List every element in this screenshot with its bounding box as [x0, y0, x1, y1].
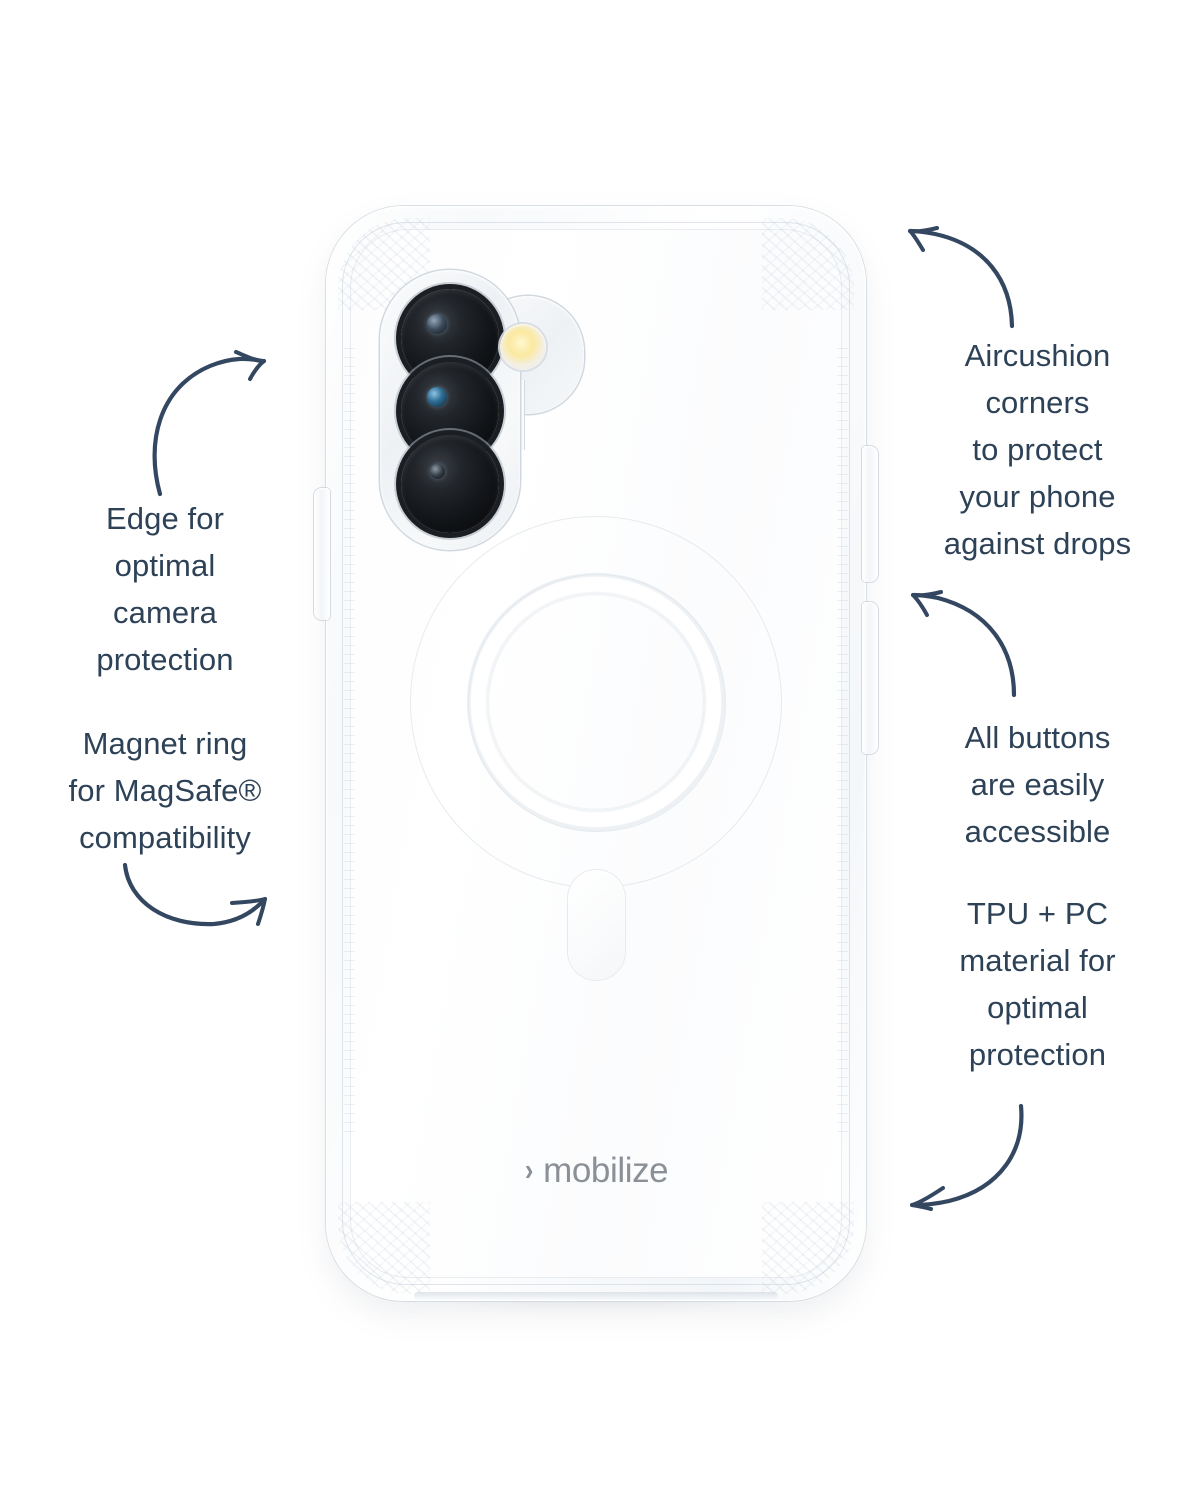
case-bottom-lip — [414, 1292, 778, 1300]
curved-arrow-up-right-icon — [152, 350, 266, 497]
magsafe-magnet-ring — [410, 516, 782, 888]
case-edge-texture-left — [344, 348, 355, 1138]
case-inner-rim — [342, 222, 850, 1285]
chevron-right-icon: › — [524, 1152, 534, 1187]
callout-magnet-ring-magsafe: Magnet ring for MagSafe® compatibility — [68, 726, 262, 856]
case-edge-texture-right — [837, 348, 848, 1138]
curved-arrow-down-left-icon — [910, 1103, 1024, 1211]
camera-lens-icon — [401, 435, 499, 533]
brand-name-label: mobilize — [543, 1151, 669, 1190]
side-button-right-lower — [862, 602, 878, 754]
callout-aircushion-corners: Aircushion corners to protect your phone… — [943, 338, 1132, 562]
camera-module — [380, 270, 585, 550]
side-button-right-upper — [862, 446, 878, 582]
side-button-left — [314, 488, 330, 620]
led-flash-icon — [500, 324, 546, 370]
curved-arrow-up-left-icon — [911, 590, 1017, 698]
brand-logo: › mobilize — [318, 1153, 874, 1188]
curved-arrow-down-right-icon — [122, 862, 267, 927]
callout-tpu-pc-material: TPU + PC material for optimal protection — [959, 896, 1116, 1073]
magsafe-alignment-tab — [568, 870, 625, 980]
curved-arrow-up-left-icon — [908, 226, 1015, 329]
callout-edge-for-optimal-camera-protection: Edge for optimal camera protection — [96, 501, 234, 678]
callout-all-buttons-accessible: All buttons are easily accessible — [964, 720, 1111, 850]
phone-case-product-image: › mobilize — [314, 198, 878, 1316]
